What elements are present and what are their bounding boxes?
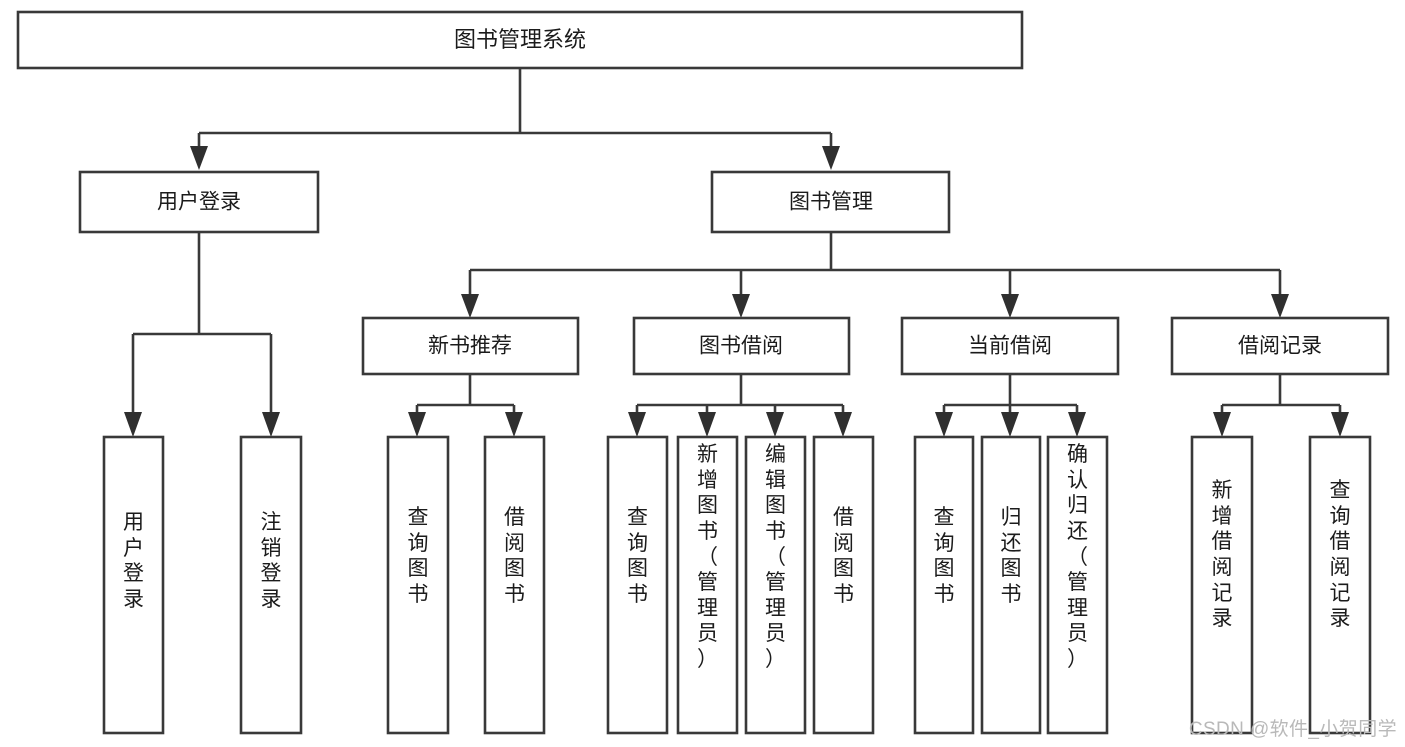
arrow-to-leaf-bb-query-book — [628, 412, 646, 437]
node-box-leaf-bb-query-book[interactable] — [606, 435, 669, 735]
node-box-leaf-bb-borrow-book[interactable] — [812, 435, 875, 735]
node-label-user-login: 用户登录 — [157, 191, 241, 214]
connector-group-borrow-records-to-leaves — [1213, 374, 1349, 437]
node-box-user-login[interactable] — [78, 170, 320, 234]
connector-group-book-manage-to-level3 — [461, 232, 1289, 318]
node-box-leaf-logout[interactable] — [239, 435, 303, 735]
arrow-to-leaf-nb-borrow-book — [505, 412, 523, 437]
arrow-to-leaf-cb-confirm-return — [1068, 412, 1086, 437]
node-box-current-borrow[interactable] — [900, 316, 1120, 376]
node-box-borrow-records[interactable] — [1170, 316, 1390, 376]
arrow-to-leaf-cb-query-book — [935, 412, 953, 437]
node-root-system[interactable]: 图书管理系统 — [16, 10, 1024, 70]
node-box-book-manage[interactable] — [710, 170, 951, 234]
connector-group-user-login-to-leaves — [124, 232, 280, 437]
node-box-leaf-bb-edit-book[interactable] — [744, 435, 807, 735]
node-box-leaf-br-query-record[interactable] — [1308, 435, 1372, 735]
node-box-leaf-nb-borrow-book[interactable] — [483, 435, 546, 735]
arrow-to-leaf-bb-add-book — [698, 412, 716, 437]
node-borrow-records[interactable]: 借阅记录 — [1170, 316, 1390, 376]
connector-group-new-book-to-leaves — [408, 374, 523, 437]
arrow-to-current-borrow — [1001, 294, 1019, 318]
arrow-to-leaf-user-login — [124, 412, 142, 437]
node-user-login[interactable]: 用户登录 — [78, 170, 320, 234]
arrow-to-book-borrow — [732, 294, 750, 318]
node-book-borrow[interactable]: 图书借阅 — [632, 316, 851, 376]
arrow-to-user-login — [190, 146, 208, 170]
arrow-to-book-manage — [822, 146, 840, 170]
node-box-new-book-recommend[interactable] — [361, 316, 580, 376]
node-label-borrow-records: 借阅记录 — [1238, 335, 1322, 358]
arrow-to-leaf-bb-borrow-book — [834, 412, 852, 437]
node-new-book-recommend[interactable]: 新书推荐 — [361, 316, 580, 376]
arrow-to-leaf-nb-query-book — [408, 412, 426, 437]
node-current-borrow[interactable]: 当前借阅 — [900, 316, 1120, 376]
node-label-root: 图书管理系统 — [454, 27, 586, 52]
connector-group-current-borrow-to-leaves — [935, 374, 1086, 437]
node-box-leaf-user-login[interactable] — [102, 435, 165, 735]
arrow-to-leaf-br-query-record — [1331, 412, 1349, 437]
node-label-new-book-recommend: 新书推荐 — [428, 335, 512, 358]
arrow-to-borrow-records — [1271, 294, 1289, 318]
connector-group-book-borrow-to-leaves — [628, 374, 852, 437]
arrow-to-leaf-bb-edit-book — [766, 412, 784, 437]
node-box-book-borrow[interactable] — [632, 316, 851, 376]
node-box-leaf-nb-query-book[interactable] — [386, 435, 450, 735]
connector-group-root-to-level2 — [190, 68, 840, 170]
arrow-to-leaf-cb-return-book — [1001, 412, 1019, 437]
node-label-book-manage: 图书管理 — [789, 191, 873, 214]
node-box-leaf-cb-query-book[interactable] — [913, 435, 975, 735]
node-box-leaf-cb-confirm-return[interactable] — [1046, 435, 1109, 735]
node-box-root[interactable] — [16, 10, 1024, 70]
node-label-current-borrow: 当前借阅 — [968, 335, 1052, 358]
node-box-leaf-br-add-record[interactable] — [1190, 435, 1254, 735]
node-box-leaf-bb-add-book[interactable] — [676, 435, 739, 735]
node-label-book-borrow: 图书借阅 — [699, 335, 783, 358]
node-box-leaf-cb-return-book[interactable] — [980, 435, 1042, 735]
watermark-text: CSDN @软件_小贺同学 — [1188, 719, 1397, 740]
arrow-to-leaf-br-add-record — [1213, 412, 1231, 437]
arrow-to-leaf-logout — [262, 412, 280, 437]
arrow-to-new-book-recommend — [461, 294, 479, 318]
node-book-manage[interactable]: 图书管理 — [710, 170, 951, 234]
